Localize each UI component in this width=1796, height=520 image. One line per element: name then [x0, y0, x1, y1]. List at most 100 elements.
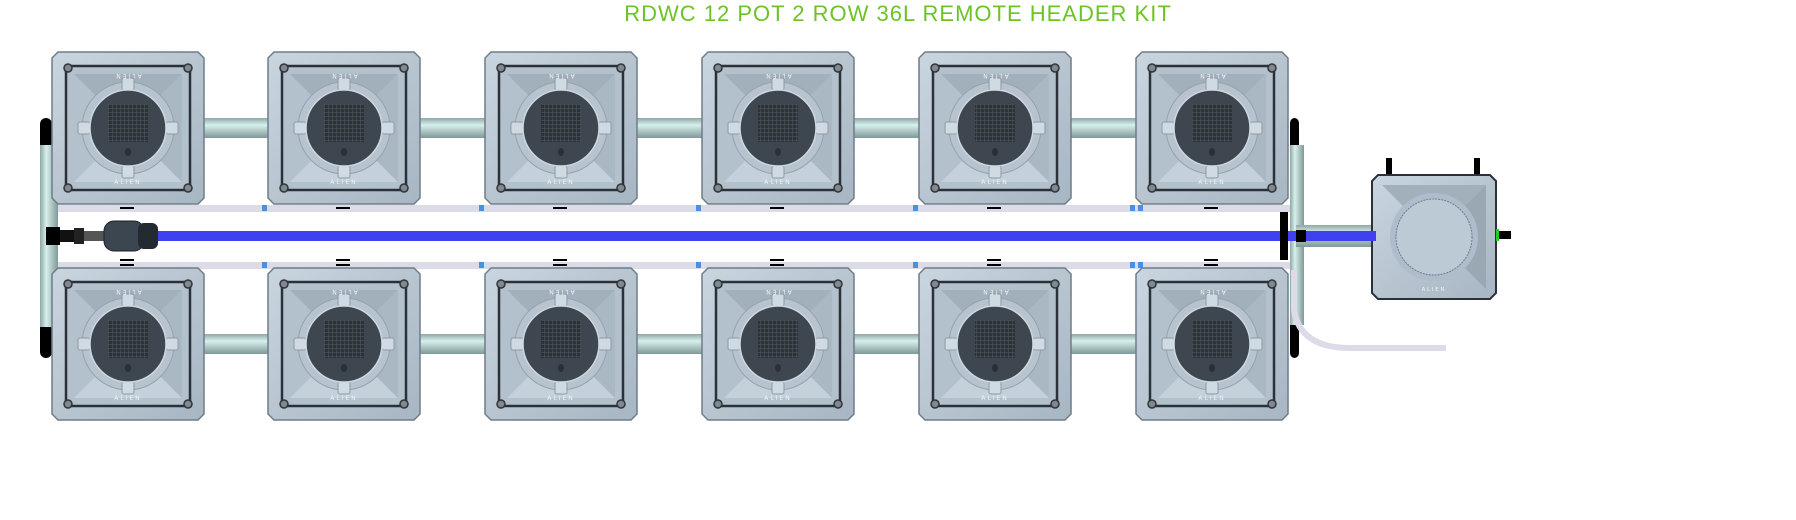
pot-row1-3: ALIEN ALIEN: [484, 51, 638, 205]
lid-lug: [554, 381, 568, 395]
corner-bolt: [1147, 399, 1157, 409]
brand-mark-top: ALIEN: [981, 288, 1009, 295]
corner-bolt: [833, 63, 843, 73]
corner-bolt: [399, 63, 409, 73]
lid-lug: [944, 121, 958, 135]
corner-bolt: [183, 279, 193, 289]
tube-clip: [696, 205, 701, 211]
corner-bolt: [63, 183, 73, 193]
clip-mark: [987, 264, 1001, 266]
lid-lug: [510, 337, 524, 351]
return-tube-bottom: [58, 262, 1290, 269]
corner-bolt: [616, 279, 626, 289]
corner-bolt: [183, 63, 193, 73]
clip-mark: [1204, 207, 1218, 209]
lid-lug: [727, 121, 741, 135]
corner-bolt: [1267, 183, 1277, 193]
tube-clip: [479, 262, 484, 268]
lid-lug: [1205, 165, 1219, 179]
connector-pipe: [1069, 118, 1138, 138]
brand-mark-top: ALIEN: [764, 288, 792, 295]
corner-bolt: [1050, 183, 1060, 193]
brand-mark-bottom: ALIEN: [547, 179, 575, 186]
header-tank: ALIEN: [1371, 174, 1497, 300]
lid-hole: [125, 364, 131, 372]
corner-bolt: [713, 63, 723, 73]
net-pot-mesh: [975, 320, 1015, 358]
lid-lug: [1249, 337, 1263, 351]
brand-mark-bottom: ALIEN: [764, 179, 792, 186]
brand-mark-top: ALIEN: [114, 288, 142, 295]
corner-bolt: [1147, 279, 1157, 289]
net-pot-mesh: [108, 320, 148, 358]
drain-hose: [1291, 270, 1446, 351]
lid-lug: [510, 121, 524, 135]
clip-mark: [120, 264, 134, 266]
lid-hole: [1209, 364, 1215, 372]
lid-lug: [293, 121, 307, 135]
corner-bolt: [1050, 63, 1060, 73]
brand-mark-bottom: ALIEN: [1198, 179, 1226, 186]
corner-bolt: [279, 63, 289, 73]
lid-hole: [558, 148, 564, 156]
clip-mark: [553, 207, 567, 209]
corner-bolt: [930, 399, 940, 409]
clip-mark: [1204, 264, 1218, 266]
corner-bolt: [496, 399, 506, 409]
lid-hole: [341, 148, 347, 156]
lid-hole: [775, 148, 781, 156]
tube-clip: [913, 205, 918, 211]
brand-mark-top: ALIEN: [547, 72, 575, 79]
connector-pipe: [635, 118, 704, 138]
brand-mark-top: ALIEN: [547, 288, 575, 295]
corner-bolt: [279, 279, 289, 289]
net-pot-mesh: [1192, 104, 1232, 142]
brand-mark-top: ALIEN: [330, 72, 358, 79]
corner-bolt: [713, 183, 723, 193]
brand-mark-top: ALIEN: [114, 72, 142, 79]
lid-lug: [815, 337, 829, 351]
corner-bolt: [1050, 399, 1060, 409]
corner-bolt: [616, 399, 626, 409]
clip-mark: [553, 264, 567, 266]
tube-clip: [479, 205, 484, 211]
connector-pipe: [202, 334, 270, 354]
lid-lug: [337, 165, 351, 179]
clip-mark: [336, 259, 350, 261]
corner-bolt: [399, 279, 409, 289]
clip-mark: [770, 264, 784, 266]
connector-pipe: [418, 118, 487, 138]
corner-bolt: [279, 399, 289, 409]
brand-mark-top: ALIEN: [1198, 288, 1226, 295]
lid-lug: [1161, 337, 1175, 351]
clip-mark: [770, 207, 784, 209]
corner-bolt: [833, 279, 843, 289]
drain-valve-indicator: [1496, 229, 1499, 241]
tube-clip: [1138, 205, 1143, 211]
lid-lug: [77, 337, 91, 351]
corner-bolt: [399, 183, 409, 193]
lid-lug: [381, 121, 395, 135]
lid-lug: [1161, 121, 1175, 135]
header-lid: [1395, 198, 1473, 276]
corner-bolt: [616, 183, 626, 193]
brand-mark-bottom: ALIEN: [330, 395, 358, 402]
connector-pipe: [1069, 334, 1138, 354]
net-pot-mesh: [1192, 320, 1232, 358]
lid-lug: [121, 165, 135, 179]
lid-hole: [992, 364, 998, 372]
manifold-tee: [46, 227, 60, 245]
return-tube-top: [58, 205, 1290, 212]
corner-bolt: [1147, 63, 1157, 73]
front-layer: [46, 212, 1376, 260]
corner-bolt: [833, 183, 843, 193]
corner-bolt: [279, 183, 289, 193]
lid-lug: [554, 165, 568, 179]
connector-pipe: [418, 334, 487, 354]
lid-hole: [558, 364, 564, 372]
